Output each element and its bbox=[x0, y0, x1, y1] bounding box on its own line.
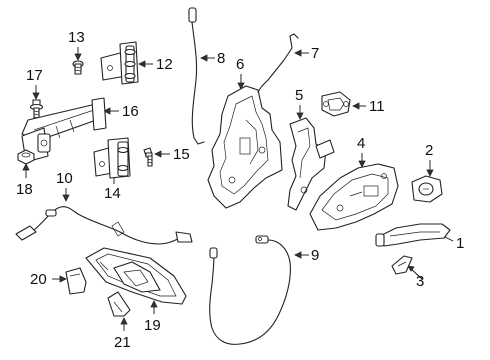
arrowhead-20 bbox=[59, 275, 67, 283]
callout-7: 7 bbox=[311, 45, 319, 62]
callout-17: 17 bbox=[26, 67, 43, 84]
callout-12: 12 bbox=[156, 56, 173, 73]
trim-20-icon bbox=[65, 267, 87, 295]
callout-16: 16 bbox=[122, 103, 139, 120]
arrowhead-17 bbox=[32, 92, 40, 100]
striker-11-icon bbox=[321, 91, 351, 117]
callout-9: 9 bbox=[311, 247, 319, 264]
handle-cap-3-icon bbox=[391, 255, 413, 275]
nut-18-icon bbox=[17, 149, 35, 165]
arrowhead-13 bbox=[74, 53, 82, 61]
callout-18: 18 bbox=[16, 181, 33, 198]
callout-19: 19 bbox=[144, 317, 161, 334]
wire-rod-7-icon bbox=[257, 33, 299, 93]
handle-carrier-4-icon bbox=[309, 163, 399, 231]
callout-21: 21 bbox=[114, 334, 131, 351]
callout-15: 15 bbox=[173, 146, 190, 163]
arrowhead-18 bbox=[22, 163, 30, 171]
callout-10: 10 bbox=[56, 170, 73, 187]
callout-20: 20 bbox=[30, 271, 47, 288]
callout-11: 11 bbox=[369, 98, 385, 115]
arrowhead-11 bbox=[352, 102, 360, 110]
arrowhead-7 bbox=[294, 49, 302, 57]
arrowhead-2 bbox=[426, 169, 434, 177]
callout-3: 3 bbox=[416, 273, 424, 290]
rod-8-icon bbox=[188, 7, 205, 145]
callout-6: 6 bbox=[236, 56, 244, 73]
arrowhead-8 bbox=[200, 54, 208, 62]
lock-bracket-5-icon bbox=[287, 117, 335, 211]
arrowhead-12 bbox=[138, 60, 146, 68]
arrowhead-9 bbox=[294, 251, 302, 259]
arrowhead-15 bbox=[154, 150, 162, 158]
cable-9-icon bbox=[209, 235, 291, 345]
arrowhead-21 bbox=[120, 317, 128, 325]
arrowhead-4 bbox=[358, 160, 366, 168]
arrowhead-6 bbox=[237, 82, 245, 90]
callout-5: 5 bbox=[295, 87, 303, 104]
callout-8: 8 bbox=[217, 50, 225, 67]
screw-13-icon bbox=[72, 60, 84, 75]
callout-13: 13 bbox=[68, 29, 85, 46]
bolt-15-icon bbox=[143, 147, 153, 167]
clip-21-icon bbox=[107, 291, 131, 317]
callout-14: 14 bbox=[104, 185, 121, 202]
callout-4: 4 bbox=[357, 135, 365, 152]
cable-10-icon bbox=[15, 206, 193, 245]
lower-hinge-14-icon bbox=[93, 137, 131, 179]
callout-1: 1 bbox=[456, 235, 464, 252]
arrowhead-19 bbox=[150, 300, 158, 308]
callout-2: 2 bbox=[425, 142, 433, 159]
arrowhead-10 bbox=[62, 194, 70, 202]
arrowhead-5 bbox=[296, 112, 304, 120]
inner-handle-19-icon bbox=[85, 247, 187, 305]
lock-frame-6-icon bbox=[207, 85, 283, 209]
arrowhead-3 bbox=[407, 265, 415, 272]
upper-hinge-12-icon bbox=[100, 41, 139, 85]
lock-cylinder-2-icon bbox=[411, 175, 443, 203]
arrowhead-16 bbox=[103, 107, 111, 115]
door-handle-1-icon bbox=[375, 223, 451, 247]
